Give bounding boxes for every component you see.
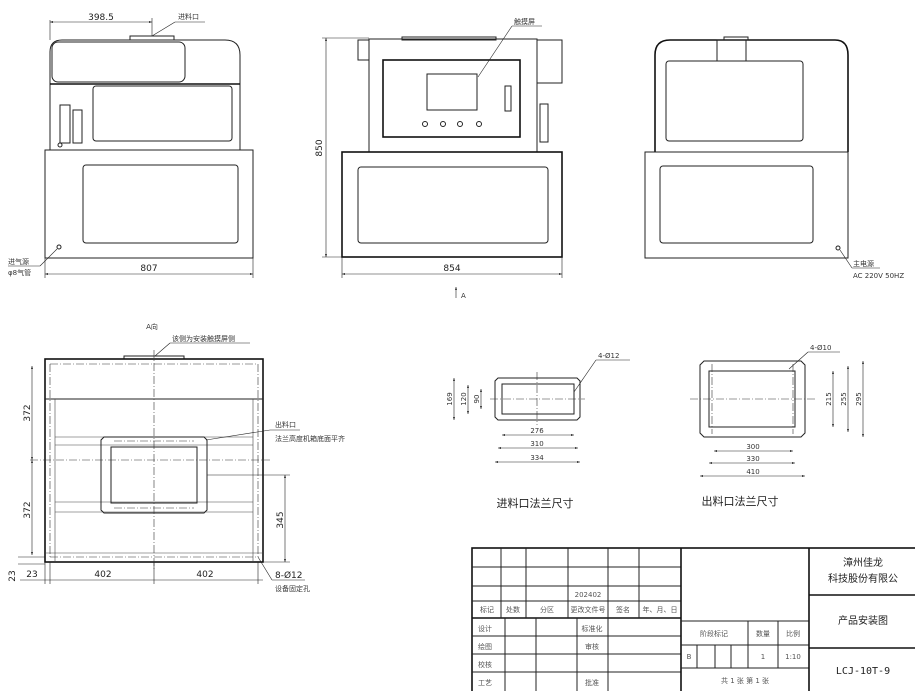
header-change-doc: 更改文件号 <box>571 605 606 614</box>
company-line-2: 科技股份有限公 <box>828 572 898 585</box>
dim-334: 334 <box>530 454 544 462</box>
dim-372-bottom: 372 <box>23 501 33 518</box>
label-outlet: 出料口 <box>275 420 296 429</box>
inlet-flange-title: 进料口法兰尺寸 <box>497 496 574 510</box>
label-touchscreen-side: 该侧为安装触摸屏侧 <box>172 334 235 343</box>
dim-854: 854 <box>443 264 460 274</box>
top-port <box>716 39 747 62</box>
hopper-window <box>51 41 186 83</box>
outlet-flange-detail: 215 255 295 300 330 410 4-Ø10 出料口法兰尺寸 <box>690 344 864 508</box>
dim-90: 90 <box>473 395 481 404</box>
lower-panel <box>82 164 239 244</box>
quantity-label: 数量 <box>756 629 770 638</box>
label-outlet-holes: 4-Ø10 <box>810 344 831 352</box>
air-filter-regulator <box>57 104 83 148</box>
lower-panel <box>659 165 814 244</box>
upper-housing <box>368 38 538 153</box>
role-standardization: 标准化 <box>582 624 603 633</box>
upper-panel <box>665 60 804 142</box>
dim-23-vertical: 23 <box>8 570 18 581</box>
role-approve: 批准 <box>585 678 599 687</box>
drawing-number: LCJ-10T-9 <box>836 666 890 677</box>
scale-label: 比例 <box>786 629 800 638</box>
dim-402-right: 402 <box>196 570 213 580</box>
label-touchscreen: 触摸屏 <box>514 17 535 26</box>
indicator <box>504 85 512 112</box>
dim-402-left: 402 <box>94 570 111 580</box>
front-right-view: 主电源 AC 220V 50HZ <box>644 36 904 280</box>
dim-310: 310 <box>530 440 543 448</box>
label-inlet-holes: 4-Ø12 <box>598 352 619 360</box>
outlet-flange <box>100 436 208 514</box>
upper-housing <box>49 39 241 150</box>
touchscreen <box>426 73 478 111</box>
control-buttons <box>422 121 482 127</box>
dim-807: 807 <box>140 264 157 274</box>
dim-398-5: 398.5 <box>88 13 114 23</box>
inlet-flange-detail: 169 120 90 276 310 334 4-Ø12 进料口法兰尺寸 <box>446 352 630 510</box>
role-design: 设计 <box>478 624 492 633</box>
power-inlet <box>835 245 841 251</box>
dim-215: 215 <box>825 392 833 405</box>
dim-850: 850 <box>315 139 325 156</box>
role-drawing: 绘图 <box>478 642 492 651</box>
label-inlet: 进料口 <box>178 12 199 21</box>
dim-23-horizontal: 23 <box>26 570 37 580</box>
dim-120: 120 <box>460 392 468 405</box>
dim-169: 169 <box>446 392 454 405</box>
front-left-view: 398.5 进料口 807 进气源 φ8气管 <box>8 12 254 278</box>
header-date: 年、月、日 <box>643 605 678 614</box>
revision-value: 202402 <box>575 591 602 599</box>
dim-276: 276 <box>530 427 544 435</box>
title-block: 202402 标记 处数 分区 更改文件号 签名 年、月、日 设计 绘图 校核 … <box>471 547 915 691</box>
role-review: 审核 <box>585 642 599 651</box>
dim-255: 255 <box>840 392 848 405</box>
front-center-view: 850 854 触摸屏 A <box>315 17 563 300</box>
label-air-source: 进气源 <box>8 257 29 266</box>
dim-410: 410 <box>746 468 759 476</box>
scale-value: 1:10 <box>785 653 801 661</box>
company-line-1: 漳州佳龙 <box>843 556 883 569</box>
stage-value: B <box>687 653 692 661</box>
label-air-tube: φ8气管 <box>8 268 31 277</box>
base-housing <box>341 151 563 258</box>
header-zone: 分区 <box>540 605 554 614</box>
role-check: 校核 <box>478 660 492 669</box>
header-signature: 签名 <box>616 605 630 614</box>
label-holes-note: 设备固定孔 <box>275 584 310 593</box>
dim-330: 330 <box>746 455 759 463</box>
header-count: 处数 <box>506 605 520 614</box>
dim-372-top: 372 <box>23 404 33 421</box>
dim-295: 295 <box>855 392 863 405</box>
label-holes: 8-Ø12 <box>275 570 303 581</box>
view-a: A向 该侧为安装触摸屏侧 出料口 法兰高度机箱底面平齐 372 372 345 … <box>8 322 345 593</box>
air-inlet-port <box>56 244 62 250</box>
view-arrow-a: A <box>461 292 466 300</box>
side-panel <box>92 85 233 142</box>
stage-label: 阶段标记 <box>700 629 728 638</box>
inlet-port <box>129 35 175 41</box>
control-panel <box>382 59 521 138</box>
drawing-title: 产品安装图 <box>838 614 888 627</box>
outlet-flange-title: 出料口法兰尺寸 <box>702 494 779 508</box>
lower-panel <box>357 166 549 244</box>
view-a-title: A向 <box>146 322 158 331</box>
label-power-spec: AC 220V 50HZ <box>853 272 904 280</box>
role-process: 工艺 <box>478 679 492 687</box>
base-housing <box>644 151 849 259</box>
dim-300: 300 <box>746 443 759 451</box>
label-outlet-note: 法兰高度机箱底面平齐 <box>275 434 345 443</box>
air-filter <box>539 103 549 143</box>
base-housing <box>44 149 254 259</box>
sheet-count: 共 1 张 第 1 张 <box>721 676 769 685</box>
quantity-value: 1 <box>761 653 765 661</box>
header-mark: 标记 <box>480 605 494 614</box>
label-power: 主电源 <box>853 259 874 268</box>
dim-345: 345 <box>276 511 286 528</box>
